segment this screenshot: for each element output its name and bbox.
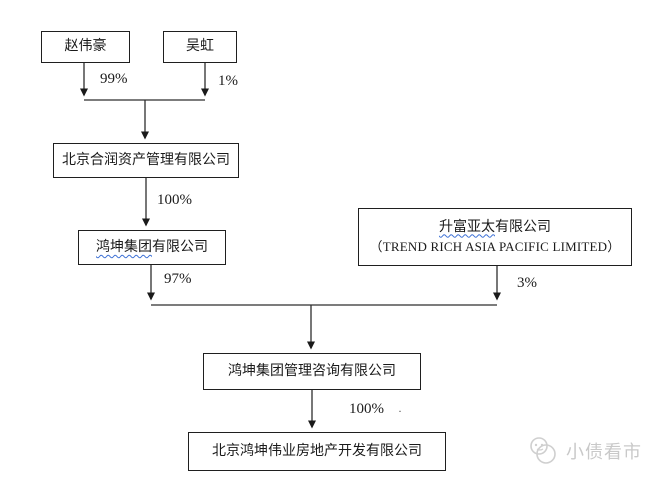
- watermark-text: 小债看市: [566, 442, 642, 462]
- edge-label-100pct-consulting: 100%: [349, 401, 384, 417]
- edge-label-97pct: 97%: [164, 271, 192, 287]
- edge-label-1pct: 1%: [218, 73, 238, 89]
- hongkun-group-rest-text: 有限公司: [152, 239, 208, 255]
- node-zhao-weihao: 赵伟豪: [41, 31, 130, 63]
- node-hongkun-group: 鸿坤集团有限公司: [78, 230, 226, 265]
- edge-label-100pct-herun: 100%: [157, 192, 192, 208]
- node-hongkun-weiye: 北京鸿坤伟业房地产开发有限公司: [188, 432, 446, 471]
- watermark-logo-icon: [530, 437, 556, 464]
- edge-label-3pct: 3%: [517, 275, 537, 291]
- node-beijing-herun: 北京合润资产管理有限公司: [53, 143, 239, 178]
- node-hongkun-consulting: 鸿坤集团管理咨询有限公司: [203, 353, 421, 390]
- edge-label-99pct: 99%: [100, 71, 128, 87]
- trend-rich-underlined-text: 升富亚太: [439, 219, 495, 235]
- stray-mark: ·: [398, 404, 402, 418]
- node-hongkun-group-label: 鸿坤集团有限公司: [96, 239, 208, 257]
- watermark: 小债看市: [528, 436, 642, 466]
- trend-rich-rest-text: 有限公司: [495, 219, 551, 235]
- node-wu-hong: 吴虹: [163, 31, 237, 63]
- node-trend-rich-asia: 升富亚太有限公司 （TREND RICH ASIA PACIFIC LIMITE…: [358, 208, 632, 266]
- trend-rich-chinese-line: 升富亚太有限公司: [439, 219, 551, 237]
- trend-rich-english-line: （TREND RICH ASIA PACIFIC LIMITED）: [369, 239, 621, 255]
- hongkun-group-underlined-text: 鸿坤集团: [96, 239, 152, 255]
